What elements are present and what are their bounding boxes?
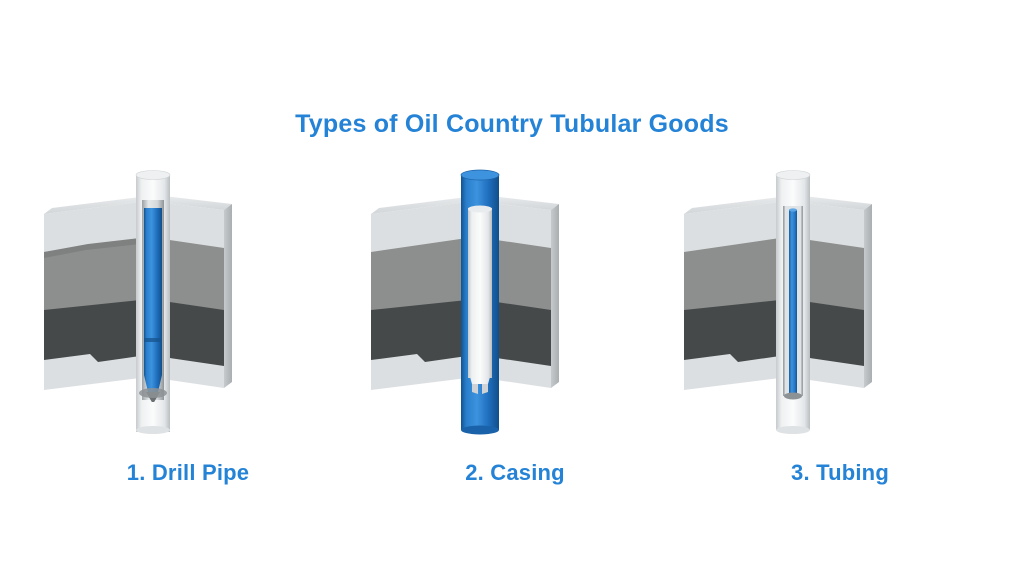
rock-top-face [44,196,148,214]
rock-layer-reservoir [44,300,140,362]
caption-tubing: 3. Tubing [791,460,889,485]
rock-side-face-right [864,204,872,388]
rock-layer-shale-edge [44,238,140,258]
tubing-top-rim [468,205,492,213]
rock-block-right [156,196,232,388]
casing-bottom-rim [776,426,810,434]
drill-bit-collar [139,388,167,398]
drill-bit-shank [144,375,162,392]
drill-pipe-body [144,208,162,375]
tubing-shoe [468,370,492,384]
rock-block-left [44,196,148,390]
rock-block-right [796,196,872,388]
rock-top-face [684,196,788,214]
rock-side-face-right [224,204,232,388]
tubing-inner-white [468,205,492,394]
figure-casing: 2. Casing [355,160,655,485]
rock-layer-reservoir [684,300,780,362]
tubing-body [789,210,797,394]
rock-block-left [371,196,475,390]
tubing-body [468,208,492,378]
casing-illustration [371,169,559,435]
rock-layer-shale-right [483,238,551,318]
tubing-shoe [784,392,802,400]
drill-pipe-illustration [44,170,232,434]
drill-pipe-string [139,208,167,404]
rock-layer-reservoir-right [796,300,864,366]
rock-top-face-right [156,196,232,210]
tubing-illustration [684,170,872,434]
tubing-shoe-prong-right [482,384,488,394]
rock-top-face-right [483,196,559,210]
tubing-top-rim [789,208,797,212]
caption-drill-pipe: 1. Drill Pipe [126,460,250,485]
rock-layer-reservoir-right [156,300,224,366]
rock-layer-shale [684,238,780,320]
rock-layer-shale [44,238,140,320]
rock-layer-reservoir [371,300,467,362]
figure-tubing: 3. Tubing [668,160,968,485]
figure-drill-pipe: 1. Drill Pipe [28,160,328,485]
rock-layer-shale [371,238,467,320]
annulus-wall-left [783,206,785,396]
rock-top-face-right [796,196,872,210]
casing-bottom-cap [136,426,170,434]
casing-top-rim [460,169,500,181]
tool-joint [144,338,162,342]
rock-layer-shale-right [796,238,864,318]
page-title: Types of Oil Country Tubular Goods [295,110,729,138]
rock-side-face-right [551,204,559,388]
rock-top-face [371,196,475,214]
rock-block-left [684,196,788,390]
tubing-shoe-prong-left [472,384,478,394]
rock-block-right [483,196,559,388]
annulus-wall-right [801,206,803,396]
casing-bottom-rim [461,425,499,435]
rock-layer-reservoir-right [483,300,551,366]
rock-layer-shale-right [156,238,224,318]
caption-casing: 2. Casing [465,460,565,485]
casing-top-rim [775,170,811,180]
tubing-string-blue [784,208,802,400]
